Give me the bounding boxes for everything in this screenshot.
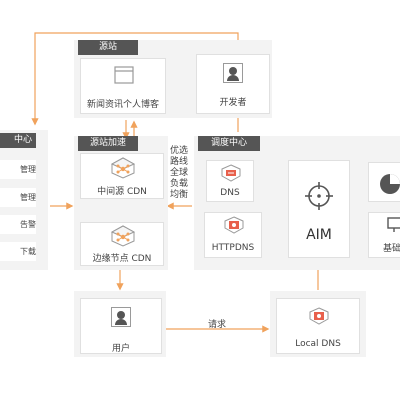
- httpdns-card: HTTPDNS: [204, 212, 262, 258]
- user-card: 用户: [80, 298, 162, 354]
- edge-cdn-label: 边缘节点 CDN: [92, 254, 152, 264]
- user-avatar-icon: [111, 307, 131, 327]
- monitor-icon: [387, 217, 400, 232]
- left-panel-title-tag: 中心: [0, 133, 36, 148]
- local-dns-label: Local DNS: [295, 339, 341, 349]
- routing-note: 优选 路线 全球 负载 均衡: [170, 146, 190, 201]
- mid-cdn-card: 中间源 CDN: [80, 153, 164, 199]
- user-label: 用户: [111, 344, 130, 354]
- httpdns-shield-icon: [224, 216, 244, 234]
- local-dns-card: Local DNS: [276, 298, 360, 354]
- local-dns-shield-icon: [309, 307, 329, 325]
- developer-label: 开发者: [219, 98, 247, 108]
- infra-chart-card: [368, 162, 400, 202]
- edge-cdn-card: 边缘节点 CDN: [80, 222, 164, 266]
- user-icon: [223, 63, 243, 83]
- acceleration-title-tag: 源站加速: [78, 136, 138, 151]
- developer-card: 开发者: [196, 54, 270, 114]
- left-panel-item-2[interactable]: 管理: [0, 188, 36, 207]
- aim-label: AIM: [306, 227, 332, 243]
- left-panel-item-3[interactable]: 告警: [0, 215, 36, 234]
- infra-card: 基础: [368, 212, 400, 258]
- mid-cdn-label: 中间源 CDN: [97, 187, 147, 197]
- target-crosshair-icon: [305, 182, 333, 210]
- routing-note-line-2: 路线: [170, 157, 189, 167]
- routing-note-line-5: 均衡: [170, 190, 189, 200]
- edge-cdn-cube-icon: [111, 225, 135, 247]
- dns-card: DNS: [206, 160, 254, 202]
- infra-label: 基础: [383, 244, 400, 254]
- mid-cdn-cube-icon: [111, 157, 135, 179]
- routing-note-line-1: 优选: [170, 146, 189, 156]
- origin-site-label: 新闻资讯个人博客: [86, 100, 159, 110]
- routing-note-line-3: 全球: [170, 168, 189, 178]
- aim-card: AIM: [288, 160, 350, 258]
- origin-site-card: 新闻资讯个人博客: [80, 58, 166, 114]
- dispatch-title-tag: 调度中心: [198, 136, 260, 151]
- httpdns-label: HTTPDNS: [211, 243, 255, 253]
- request-label: 请求: [208, 320, 227, 330]
- pie-chart-icon: [380, 174, 400, 194]
- origin-title-tag: 源站: [78, 40, 138, 55]
- left-panel-item-4[interactable]: 下载: [0, 242, 36, 261]
- left-panel-item-1[interactable]: 管理: [0, 160, 36, 179]
- browser-window-icon: [114, 66, 134, 84]
- dns-shield-icon: [221, 164, 241, 182]
- routing-note-line-4: 负载: [170, 179, 189, 189]
- dns-label: DNS: [220, 188, 240, 198]
